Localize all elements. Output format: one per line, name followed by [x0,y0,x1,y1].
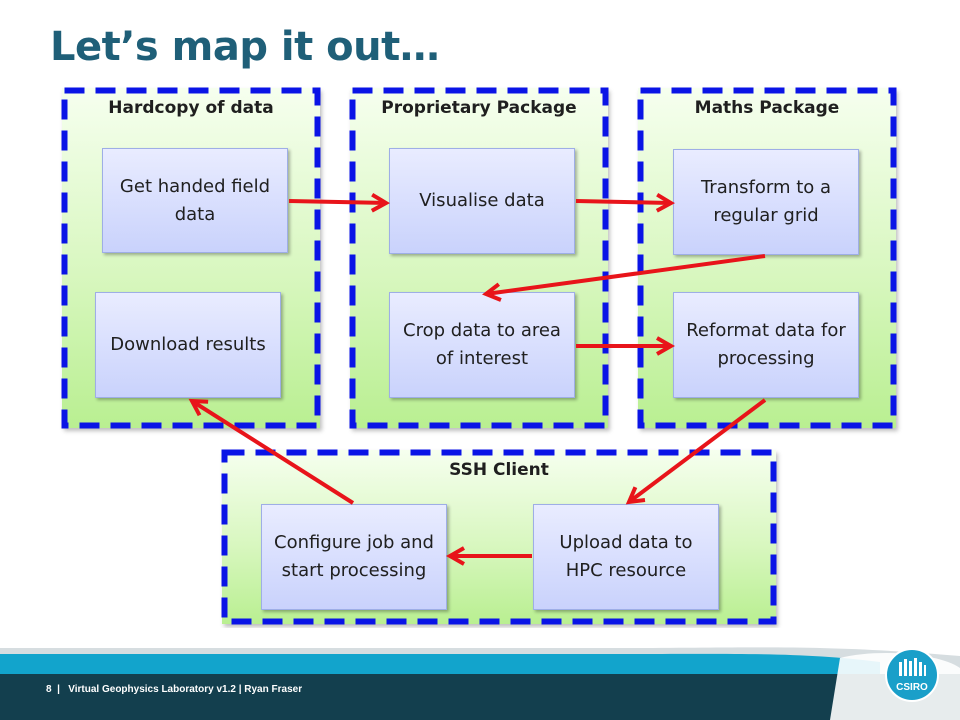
step-configure-job[interactable]: Configure job and start processing [261,504,447,610]
page-title: Let’s map it out… [50,24,440,70]
footer-band [0,628,960,720]
step-transform-grid[interactable]: Transform to a regular grid [673,149,859,255]
step-visualise-data[interactable]: Visualise data [389,148,575,254]
group-label-hardcopy: Hardcopy of data [108,98,274,118]
step-crop-data[interactable]: Crop data to area of interest [389,292,575,398]
step-upload-data[interactable]: Upload data to HPC resource [533,504,719,610]
csiro-logo-icon: CSIRO [885,648,939,702]
step-reformat-data[interactable]: Reformat data for processing [673,292,859,398]
footer-separator: | [54,684,66,695]
group-label-ssh: SSH Client [449,460,549,480]
group-label-maths: Maths Package [694,98,840,118]
step-download-results[interactable]: Download results [95,292,281,398]
step-get-handed-field-data[interactable]: Get handed field data [102,148,288,253]
footer-text: 8 | Virtual Geophysics Laboratory v1.2 |… [46,684,302,695]
footer-caption: Virtual Geophysics Laboratory v1.2 | Rya… [68,684,303,695]
group-label-proprietary: Proprietary Package [381,98,577,118]
logo-label: CSIRO [896,682,928,693]
page-number: 8 [46,684,52,695]
